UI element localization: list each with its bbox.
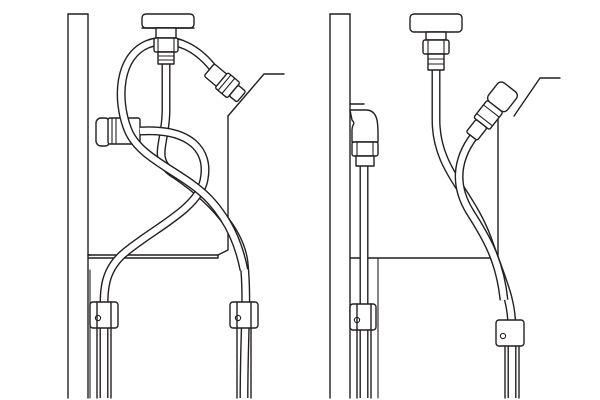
right-top-fitting xyxy=(422,31,450,71)
left-valve-block xyxy=(141,13,195,29)
right-clamp-1 xyxy=(349,303,377,399)
left-angled-fitting xyxy=(204,63,246,103)
right-panel xyxy=(329,13,561,399)
left-top-fitting xyxy=(153,27,179,65)
left-mounting-bracket xyxy=(87,73,285,399)
left-clamp-1 xyxy=(89,301,119,399)
right-hose-b xyxy=(454,133,509,301)
right-mounting-bracket xyxy=(349,77,561,399)
left-clamp-2 xyxy=(229,301,259,399)
right-valve-block xyxy=(409,13,463,33)
right-frame-rail xyxy=(329,13,351,399)
left-hose-b xyxy=(99,126,210,398)
right-angled-fitting xyxy=(466,81,518,141)
right-elbow-fitting xyxy=(349,109,379,167)
right-hose-a xyxy=(431,70,517,398)
right-clamp-2 xyxy=(495,319,525,399)
left-panel xyxy=(67,13,285,399)
left-frame-rail xyxy=(67,13,89,399)
